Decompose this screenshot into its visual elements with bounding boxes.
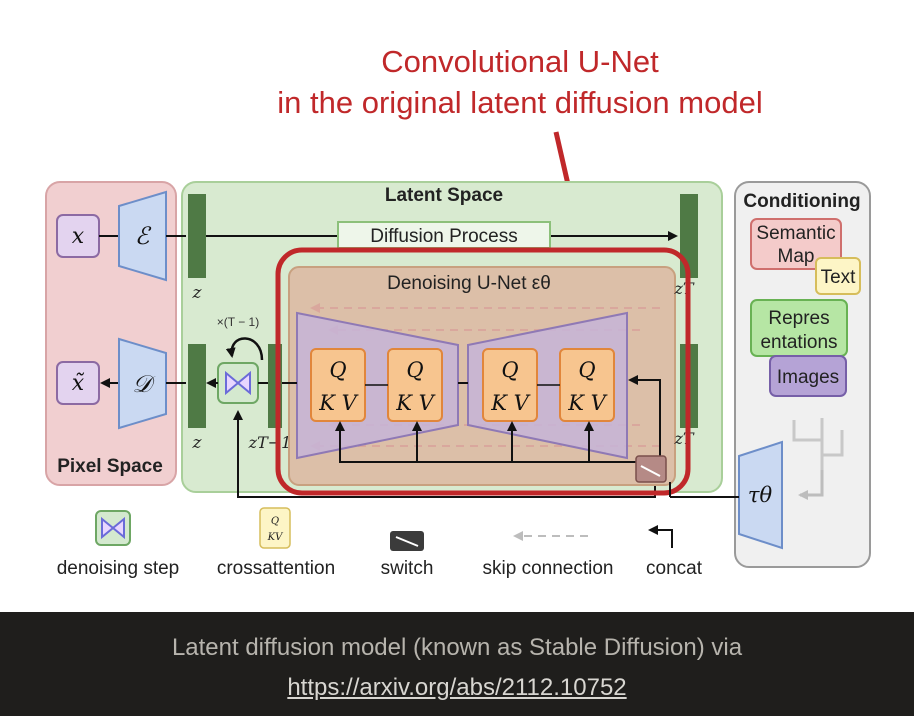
x-tilde-output-box (56, 361, 100, 405)
unet-label: Denoising U-Net εθ (387, 273, 551, 294)
legend-denoising-left-triangle (101, 516, 115, 540)
cond-to-tau-arrow (798, 470, 824, 500)
caption-link-row: https://arxiv.org/abs/2112.10752 (0, 674, 914, 702)
encoder-shape (118, 190, 167, 282)
encoder-symbol: ℰ (135, 222, 152, 250)
denoising-step-right-triangle (236, 370, 251, 396)
z-bar-bottom (188, 344, 206, 428)
cond-tree-branch-2 (822, 430, 844, 457)
legend-crossattention-label: crossattention (217, 558, 335, 579)
legend-switch-lever (395, 536, 419, 547)
representations-label-2: entations (760, 332, 837, 353)
semantic-map-label-1: Semantic (756, 223, 835, 244)
semantic-map-box (750, 218, 842, 270)
conditioning-return-arrow (233, 410, 656, 498)
crossattention-block-1-kv: K V (318, 391, 358, 415)
latent-space-label: Latent Space (385, 185, 503, 206)
legend-concat-label: concat (646, 558, 703, 579)
crossattention-block-1: Q K V (310, 348, 366, 422)
legend-skip-connection-label: skip connection (483, 558, 614, 579)
diagram-figure: Convolutional U-Net in the original late… (0, 0, 914, 612)
legend-concat-icon (648, 525, 673, 548)
crossattention-block-2: Q K V (387, 348, 443, 422)
tau-theta-shape (738, 440, 783, 550)
x-tilde-symbol: x̃ (72, 371, 85, 396)
text-cond-label: Text (821, 267, 857, 288)
text-cond-box (815, 257, 861, 295)
crossattention-block-3-kv: K V (490, 391, 530, 415)
diffusion-process-label: Diffusion Process (370, 226, 518, 247)
x-symbol: x (72, 224, 85, 249)
unet-highlight-box (275, 247, 691, 496)
decoder-shape (118, 337, 167, 430)
annotation-title-line2: in the original latent diffusion model (277, 85, 762, 120)
zt-label-top: zT (673, 279, 694, 298)
z-label-bottom: z (192, 433, 203, 453)
denoising-loop-arrow (225, 337, 264, 361)
crossattention-block-3-q: Q (501, 358, 518, 382)
crossattention-block-2-q: Q (406, 358, 423, 382)
legend-crossattention-icon (259, 507, 291, 549)
crossattention-block-4-kv: K V (567, 391, 607, 415)
crossattention-block-2-kv: K V (395, 391, 435, 415)
concat-arrow (628, 375, 661, 462)
images-cond-box (769, 355, 847, 397)
semantic-map-label-2: Map (778, 246, 815, 267)
repeat-label: ×(T − 1) (217, 315, 259, 329)
denoising-step-left-triangle (225, 370, 240, 396)
zt-label-bottom: zT (673, 429, 694, 448)
z-label-top: z (192, 283, 203, 303)
caption-text: Latent diffusion model (known as Stable … (171, 634, 743, 661)
z-bar-top (188, 194, 206, 278)
legend: denoising step Q KV crossattention switc… (57, 507, 703, 579)
crossattention-block-1-q: Q (329, 358, 346, 382)
legend-crossattention-kv: KV (267, 532, 284, 543)
representations-label-1: Repres (768, 308, 829, 329)
crossattention-block-4-q: Q (578, 358, 595, 382)
tau-theta-symbol: τθ (748, 483, 773, 507)
switch-lever (640, 465, 661, 477)
arxiv-link[interactable]: https://arxiv.org/abs/2112.10752 (287, 674, 627, 701)
annotation-title-line1: Convolutional U-Net (381, 44, 659, 79)
crossattention-block-4: Q K V (559, 348, 615, 422)
legend-denoising-right-triangle (111, 516, 125, 540)
legend-crossattention-q: Q (271, 516, 279, 527)
conditioning-label: Conditioning (743, 191, 860, 212)
ldm-diagram: Convolutional U-Net in the original late… (45, 44, 871, 579)
zt-minus-1-label: zT−1 (248, 433, 292, 452)
legend-denoising-step-label: denoising step (57, 558, 180, 579)
cond-tree-branch-1 (792, 418, 824, 442)
pixel-space-label: Pixel Space (57, 456, 163, 477)
switch-shape (635, 455, 667, 483)
caption: Latent diffusion model (known as Stable … (0, 612, 914, 716)
legend-switch-label: switch (381, 558, 434, 579)
images-cond-label: Images (777, 367, 839, 388)
cond-to-block-1-arrow (335, 421, 640, 463)
zt-bar-top (680, 194, 698, 278)
crossattention-block-3: Q K V (482, 348, 538, 422)
